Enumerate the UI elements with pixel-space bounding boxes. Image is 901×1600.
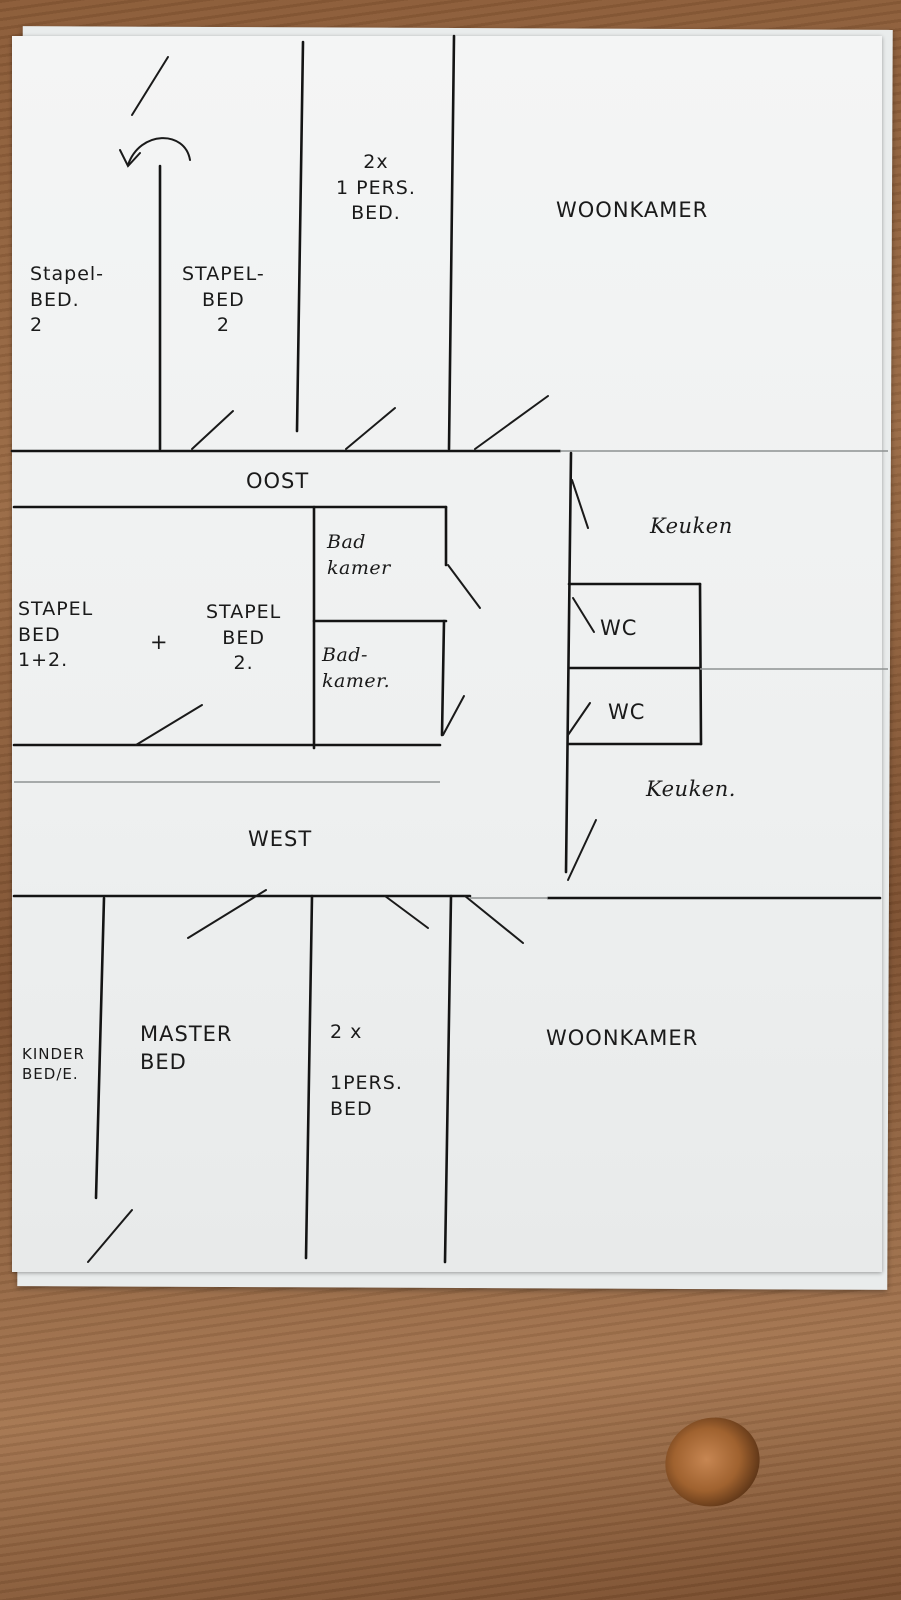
door-twin [345, 407, 396, 450]
door-child-bed [87, 1209, 133, 1263]
label-middle-plus: + [150, 630, 169, 654]
label-kitchen-1: Keuken [650, 514, 733, 538]
door-living-south [464, 895, 524, 944]
label-south-master-bed: MASTER BED [140, 1022, 233, 1075]
label-wc-2: WC [608, 700, 646, 724]
wall-twin-right [447, 34, 456, 451]
wall-wc-right [698, 582, 703, 746]
door-bunk-b [191, 410, 234, 450]
door-wc-2 [567, 702, 591, 736]
label-wc-1: WC [600, 616, 638, 640]
label-middle-bunk-b: STAPEL BED 2. [206, 601, 282, 675]
label-bathroom-1: Bad kamer [327, 531, 391, 579]
label-north-living: WOONKAMER [556, 198, 709, 222]
label-south-child-bed: KINDER BED/E. [22, 1045, 85, 1084]
label-middle-bunk-a: STAPEL BED 1+2. [18, 598, 94, 672]
door-bathroom-1 [447, 564, 481, 609]
label-south-living: WOONKAMER [546, 1026, 699, 1050]
door-bathroom-2 [442, 695, 465, 736]
wall-child-bed [94, 896, 106, 1200]
label-corridor-east: OOST [246, 469, 310, 493]
wall-kitchen-left [564, 451, 573, 874]
door-kitchen-1 [571, 479, 589, 529]
door-master-bed [187, 889, 267, 939]
wall-twin-left [295, 40, 305, 433]
door-wc-1 [572, 597, 595, 633]
label-north-bunk-b: STAPEL- BED 2 [182, 263, 265, 337]
label-south-twin: 2 x 1PERS. BED [330, 1021, 403, 1120]
label-kitchen-2: Keuken. [646, 777, 736, 801]
label-bathroom-2: Bad- kamer. [322, 644, 391, 692]
label-corridor-west: WEST [248, 827, 313, 851]
label-north-twin: 2x 1 PERS. BED. [336, 151, 416, 225]
label-north-bunk-a: Stapel- BED. 2 [30, 263, 105, 337]
door-kitchen-2 [567, 819, 597, 881]
wall-south-twin-left [304, 894, 314, 1260]
door-swing-arrow [127, 137, 191, 166]
door-living-north [474, 395, 549, 450]
door-south-twin [384, 895, 429, 929]
door-swing-arrow-head [119, 149, 141, 168]
door-middle-bunk [135, 704, 203, 746]
wall-bathroom-right-lower [440, 619, 446, 737]
door-bunk-a [131, 56, 169, 116]
wall-south-twin-right [443, 894, 453, 1264]
